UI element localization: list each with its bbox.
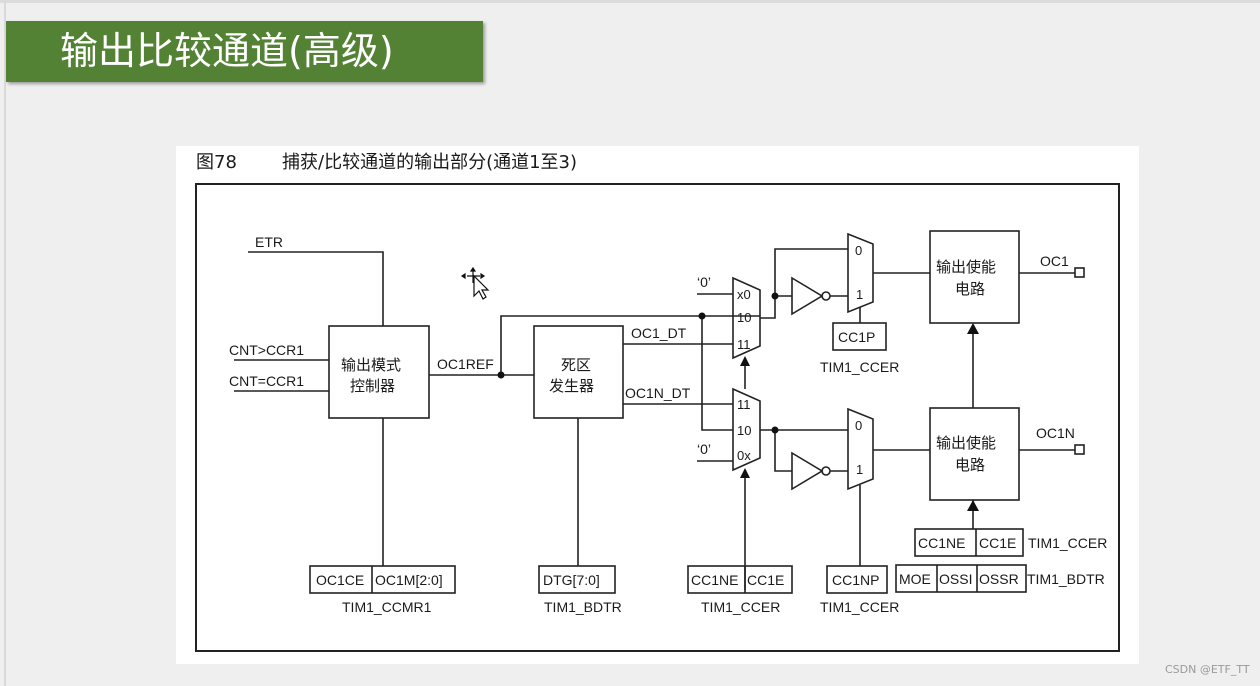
diagram-frame	[195, 183, 1120, 652]
etr-label: ETR	[255, 234, 283, 250]
mux-bottom-in-1: 10	[737, 423, 751, 438]
cnt-gt-label: CNT>CCR1	[229, 342, 304, 358]
bdtr-oe-register-name: TIM1_BDTR	[1027, 571, 1105, 587]
cc1p-field: CC1P	[838, 329, 875, 345]
circuit-diagram: 图78 捕获/比较通道的输出部分(通道1至3)	[195, 152, 1120, 652]
oc1n-label: OC1N	[1036, 425, 1075, 441]
arrow-oe-top	[967, 323, 979, 334]
figure-number: 图78	[196, 152, 237, 173]
inverter-top	[791, 276, 824, 316]
cc1p-register-box	[832, 322, 887, 351]
dtg-register-name: TIM1_BDTR	[544, 599, 622, 615]
dtg-register-box	[538, 565, 616, 594]
move-cursor-icon	[460, 266, 490, 300]
figure-caption: 捕获/比较通道的输出部分(通道1至3)	[282, 152, 577, 173]
oc1-dt-label: OC1_DT	[631, 325, 687, 341]
bdtr-field-ossi: OSSI	[939, 571, 972, 587]
mux-bottom	[732, 387, 761, 472]
ccmr1-field-oc1ce: OC1CE	[316, 572, 364, 588]
mux-top-in-1: 10	[737, 310, 751, 325]
oe-bottom-label-1: 输出使能	[936, 434, 996, 452]
oc1ref-label: OC1REF	[437, 356, 494, 372]
oc1n-pin	[1074, 444, 1085, 455]
oc1n-dt-label: OC1N_DT	[625, 385, 691, 401]
arrow-oe-bottom	[967, 500, 979, 511]
ccer-mux-field-cc1e: CC1E	[747, 572, 784, 588]
oe-bottom-label-2: 电路	[955, 456, 985, 474]
pol-top-in-0: 0	[855, 243, 862, 258]
mux-top-in-0: x0	[737, 287, 751, 302]
mode-controller-label-2: 控制器	[350, 377, 395, 395]
ccer-mux-register-box	[687, 565, 793, 594]
slide-title: 输出比较通道(高级)	[60, 29, 394, 73]
cc1np-field: CC1NP	[832, 572, 879, 588]
junction-ref-split	[698, 312, 706, 320]
ccer-oe-field-cc1ne: CC1NE	[918, 535, 965, 551]
oe-top-label-1: 输出使能	[936, 258, 996, 276]
ccmr1-register-box	[309, 565, 456, 594]
junction-top-inv	[771, 292, 779, 300]
ccer-oe-register-box	[914, 528, 1024, 557]
ccer-mux-field-cc1ne: CC1NE	[691, 572, 738, 588]
junction-oc1ref	[497, 371, 505, 379]
pol-top-in-1: 1	[856, 287, 863, 302]
inv-bottom-in-wire	[774, 430, 792, 472]
mux-top	[732, 276, 761, 360]
cc1p-register-name: TIM1_CCER	[820, 359, 899, 375]
pol-bottom-in-1: 1	[856, 462, 863, 477]
mux-bottom-in-0: 11	[737, 397, 751, 412]
cnt-eq-label: CNT=CCR1	[229, 373, 304, 389]
ccmr1-field-oc1m: OC1M[2:0]	[375, 572, 443, 588]
title-banner: 输出比较通道(高级)	[6, 21, 483, 82]
polarity-mux-bottom	[847, 407, 874, 491]
oc1ref-bypass-wire	[500, 315, 760, 375]
left-border	[4, 0, 6, 686]
ccer-oe-field-cc1e: CC1E	[979, 535, 1016, 551]
mode-controller-box	[328, 325, 430, 419]
oe-circuit-top-box	[929, 230, 1020, 324]
ccer-mux-register-name: TIM1_CCER	[701, 599, 780, 615]
deadtime-label-1: 死区	[561, 356, 591, 374]
watermark: CSDN @ETF_TT	[1165, 663, 1250, 676]
deadtime-label-2: 发生器	[549, 377, 594, 395]
mux-top-in-2: 11	[737, 337, 751, 352]
arrow-mux-top	[740, 356, 750, 366]
etr-wire	[248, 251, 384, 326]
mux-bottom-in-2: 0x	[737, 448, 751, 463]
cc1np-register-box	[826, 565, 888, 594]
oe-top-label-2: 电路	[955, 280, 985, 298]
bdtr-oe-register-box	[895, 564, 1027, 593]
ref-split-wire	[701, 316, 733, 431]
pol-bottom-in-0: 0	[855, 418, 862, 433]
ccmr1-register-name: TIM1_CCMR1	[342, 599, 432, 615]
cc1np-register-name: TIM1_CCER	[820, 599, 899, 615]
oc1-pin	[1074, 267, 1085, 278]
junction-bottom-inv	[771, 426, 779, 434]
arrow-mux-bottom	[740, 468, 750, 478]
mux-top-out-wire	[760, 248, 848, 319]
dtg-field: DTG[7:0]	[543, 572, 600, 588]
zero-top-label: ‘0’	[697, 274, 711, 290]
bdtr-field-ossr: OSSR	[979, 571, 1019, 587]
top-border	[0, 0, 1260, 3]
ccer-oe-register-name: TIM1_CCER	[1028, 535, 1107, 551]
inverter-bottom	[791, 451, 824, 491]
figure-panel: 图78 捕获/比较通道的输出部分(通道1至3)	[176, 146, 1139, 664]
oe-circuit-bottom-box	[929, 407, 1020, 501]
bdtr-field-moe: MOE	[899, 571, 931, 587]
zero-bottom-label: ‘0’	[697, 441, 711, 457]
polarity-mux-top	[847, 232, 874, 314]
mode-controller-label-1: 输出模式	[341, 356, 401, 374]
oc1-label: OC1	[1040, 253, 1069, 269]
